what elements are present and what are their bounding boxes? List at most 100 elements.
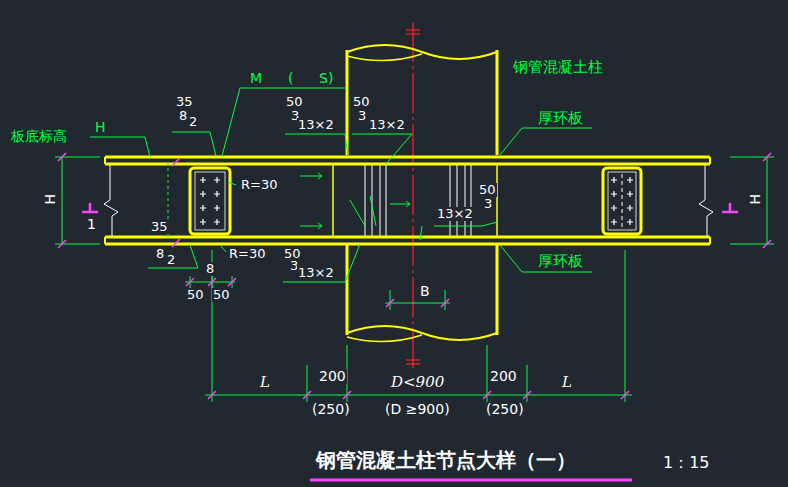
drawing-stroke [350,200,365,226]
drawing-stroke [332,165,334,237]
drawing-stroke [347,45,497,59]
annotation-text: H [43,193,58,206]
annotation-text: 50 [352,95,371,109]
drawing-stroke [608,172,636,230]
annotation-text: S) [318,71,334,86]
annotation-text: 35 [150,220,169,234]
annotation-text: 钢管混凝土柱 [512,60,604,76]
annotation-text: 8 [205,262,215,276]
annotation-text: 1 [86,217,97,232]
drawing-stroke [380,165,381,237]
drawing-stroke [190,168,230,234]
annotation-text: 1：15 [662,455,711,472]
drawing-stroke [386,165,387,237]
drawing-stroke [228,182,236,185]
drawing-stroke [200,177,633,225]
drawing-stroke [283,244,360,282]
drawing-stroke [729,203,732,212]
drawing-stroke [496,50,499,155]
annotation-text: (250) [311,402,351,417]
drawing-stroke [300,173,410,229]
annotation-text: H [748,193,763,206]
drawing-stroke [89,203,92,212]
annotation-text: 13×2 [436,207,474,221]
break-line [104,165,713,237]
annotation-text: D<900 [390,375,445,391]
drawing-stroke [105,236,710,239]
annotation-text: 13×2 [297,118,335,132]
drawing-stroke [406,359,420,360]
drawing-stroke [699,165,713,237]
drawing-stroke [185,282,235,283]
annotation-text: 2 [188,115,198,129]
drawing-stroke [105,243,710,246]
drawing-stroke [307,365,308,402]
drawing-stroke [222,88,240,156]
drawing-stroke [105,156,710,159]
annotation-text: 50 [285,95,304,109]
dimension-line [55,157,774,402]
annotation-text: 35 [175,95,194,109]
drawing-stroke [412,22,413,372]
drawing-stroke [611,177,633,225]
annotation-text: 50 [478,183,497,197]
drawing-stroke [205,395,632,396]
drawing-stroke [62,157,63,244]
bolted-splice-plate [190,168,641,234]
annotation-text: 板底标高 [10,129,68,144]
annotation-text: B [419,284,431,299]
annotation-text: R=30 [240,178,278,192]
annotation-text: 3 [483,197,493,211]
drawing-stroke [370,196,376,226]
drawing-stroke [496,245,499,335]
drawing-stroke [500,128,592,155]
annotation-text: 13×2 [368,118,406,132]
annotation-text: 厚环板 [537,111,584,127]
drawing-stroke [500,245,592,272]
annotation-text: R=30 [228,247,266,261]
drawing-stroke [347,326,497,340]
drawing-stroke [347,335,422,342]
drawing-stroke [406,363,420,364]
drawing-stroke [148,245,198,268]
drawing-stroke [90,137,150,157]
annotation-text: (D ≥900) [384,402,451,417]
drawing-stroke [445,290,446,310]
drawing-stroke [709,237,711,244]
drawing-title: 钢管混凝土柱节点大样（一） [315,450,577,471]
drawing-stroke [346,245,349,335]
annotation-text: 2 [166,253,176,267]
annotation-text: 50 [212,288,231,302]
drawing-stroke [420,226,422,240]
annotation-text: 3 [357,109,367,123]
annotation-text: 8 [155,247,165,261]
drawing-stroke [625,250,626,402]
drawing-stroke [347,54,422,61]
drawing-stroke [172,132,216,156]
drawing-stroke [434,222,497,226]
drawing-stroke [527,365,528,402]
drawing-stroke [487,345,488,402]
annotation-text: 8 [178,109,188,123]
annotation-text: 厚环板 [537,254,584,270]
drawing-stroke [104,165,118,237]
dimension-tick [58,153,771,399]
drawing-stroke [105,163,710,166]
annotation-text: H [94,120,107,135]
drawing-stroke [603,168,641,234]
drawing-stroke [385,303,450,304]
annotation-text: L [561,375,573,391]
drawing-stroke [195,172,225,230]
drawing-stroke [285,134,348,156]
drawing-stroke [496,165,498,237]
drawing-stroke [220,245,226,252]
drawing-stroke [58,153,771,399]
annotation-text: 200 [489,369,518,384]
annotation-text: M [249,71,263,86]
title-underline [310,479,632,482]
annotation-text: 200 [318,369,347,384]
leader-line [90,88,592,282]
drawing-stroke [352,134,412,164]
annotation-text: ( [287,71,294,86]
drawing-stroke [622,174,623,228]
